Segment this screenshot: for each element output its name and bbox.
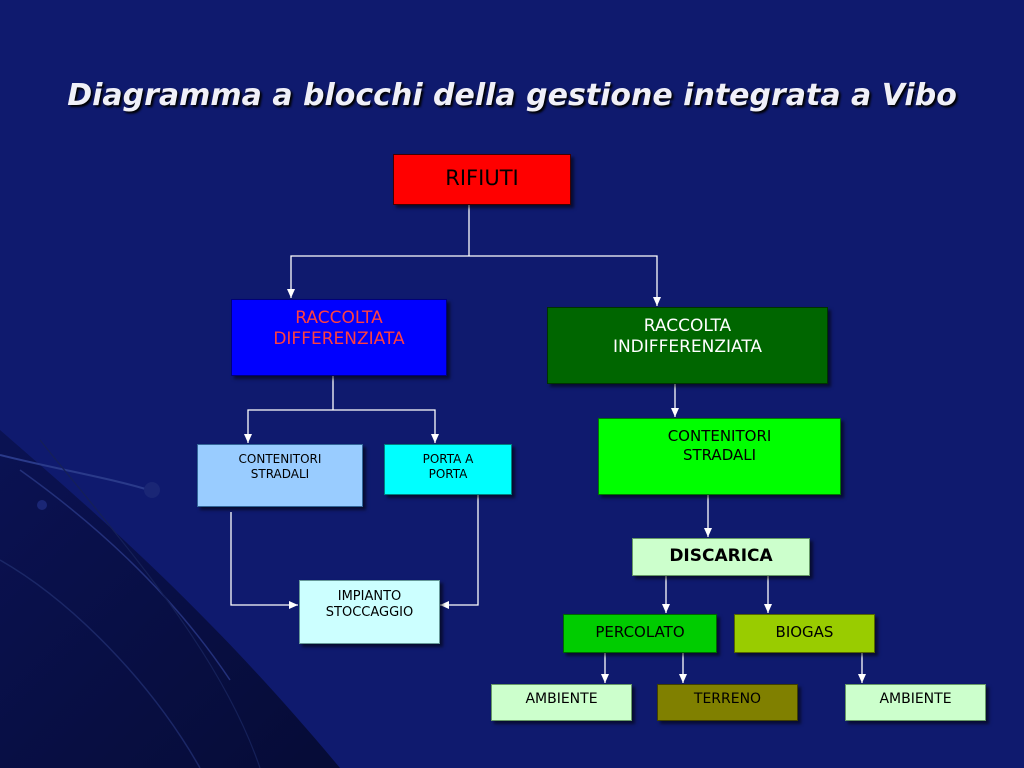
link-differenziata-contenitori bbox=[244, 409, 333, 443]
slide-title: Diagramma a blocchi della gestione integ… bbox=[67, 78, 957, 113]
node-terreno: TERRENO bbox=[657, 684, 798, 721]
node-percolato: PERCOLATO bbox=[563, 614, 717, 653]
node-raccolta-indifferenziata: RACCOLTA INDIFFERENZIATA bbox=[547, 307, 828, 384]
link-contenitori-impianto bbox=[230, 512, 298, 609]
node-ambiente-biogas: AMBIENTE bbox=[845, 684, 986, 721]
node-discarica: DISCARICA bbox=[632, 538, 810, 576]
node-rifiuti: RIFIUTI bbox=[393, 154, 571, 205]
link-rifiuti-indifferenziata bbox=[469, 255, 661, 306]
link-porta-impianto bbox=[440, 495, 479, 609]
node-raccolta-differenziata: RACCOLTA DIFFERENZIATA bbox=[231, 299, 447, 376]
node-contenitori-stradali-differenziata: CONTENITORI STRADALI bbox=[197, 444, 363, 507]
node-porta-a-porta: PORTA A PORTA bbox=[384, 444, 512, 495]
node-impianto-stoccaggio: IMPIANTO STOCCAGGIO bbox=[299, 580, 440, 644]
link-differenziata-porta bbox=[333, 409, 439, 443]
node-biogas: BIOGAS bbox=[734, 614, 875, 653]
link-rifiuti-differenziata bbox=[287, 255, 469, 298]
node-contenitori-stradali-indifferenziata: CONTENITORI STRADALI bbox=[598, 418, 841, 495]
node-ambiente-percolato: AMBIENTE bbox=[491, 684, 632, 721]
